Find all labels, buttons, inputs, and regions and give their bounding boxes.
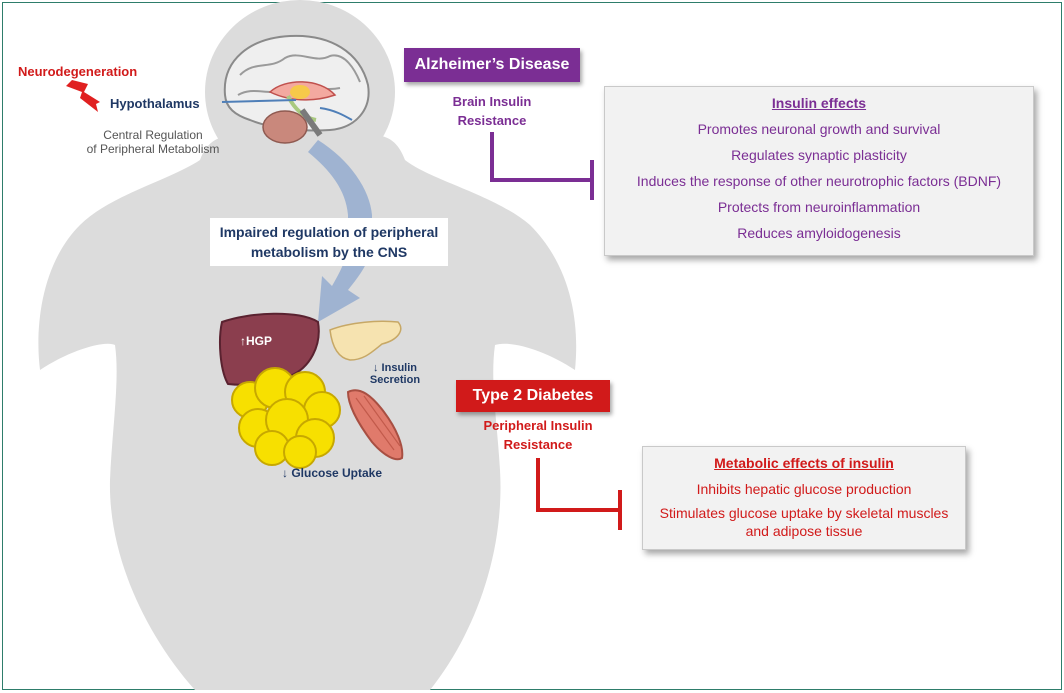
- liver-hgp-label: ↑HGP: [240, 334, 272, 348]
- insulin-effect-item: Protects from neuroinflammation: [605, 199, 1033, 215]
- insulin-secretion-label: ↓ Insulin Secretion: [360, 362, 430, 386]
- impaired-regulation-box: Impaired regulation of peripheral metabo…: [210, 218, 448, 266]
- central-regulation-line2: of Peripheral Metabolism: [78, 142, 228, 156]
- lightning-icon: [66, 80, 100, 112]
- central-regulation-label: Central Regulation of Peripheral Metabol…: [78, 128, 228, 156]
- ad-inhibition-line: [492, 132, 592, 180]
- insulin-secretion-line1: ↓ Insulin: [360, 362, 430, 374]
- metabolic-effects-heading: Metabolic effects of insulin: [643, 455, 965, 471]
- brain-insulin-resistance-label: Brain Insulin Resistance: [440, 92, 544, 130]
- impaired-regulation-line2: metabolism by the CNS: [210, 244, 448, 260]
- alzheimers-disease-label: Alzheimer’s Disease: [404, 48, 580, 82]
- t2d-inhibition-line: [538, 458, 620, 510]
- insulin-effects-panel: Insulin effects Promotes neuronal growth…: [604, 86, 1034, 256]
- brain-insulin-line1: Brain Insulin: [440, 92, 544, 111]
- brain-insulin-line2: Resistance: [440, 111, 544, 130]
- central-regulation-line1: Central Regulation: [78, 128, 228, 142]
- insulin-secretion-line2: Secretion: [360, 374, 430, 386]
- impaired-regulation-line1: Impaired regulation of peripheral: [210, 224, 448, 240]
- metabolic-effect-item: Stimulates glucose uptake by skeletal mu…: [643, 505, 965, 521]
- type2-diabetes-label: Type 2 Diabetes: [456, 380, 610, 412]
- metabolic-effect-item: Inhibits hepatic glucose production: [643, 481, 965, 497]
- insulin-effect-item: Reduces amyloidogenesis: [605, 225, 1033, 241]
- insulin-effect-item: Regulates synaptic plasticity: [605, 147, 1033, 163]
- peripheral-insulin-resistance-label: Peripheral Insulin Resistance: [468, 416, 608, 454]
- metabolic-effect-item: and adipose tissue: [643, 523, 965, 539]
- neurodegeneration-label: Neurodegeneration: [18, 64, 137, 79]
- glucose-uptake-label: ↓ Glucose Uptake: [282, 466, 382, 480]
- peripheral-insulin-line2: Resistance: [468, 435, 608, 454]
- hypothalamus-label: Hypothalamus: [110, 96, 200, 111]
- metabolic-effects-panel: Metabolic effects of insulin Inhibits he…: [642, 446, 966, 550]
- insulin-effect-item: Induces the response of other neurotroph…: [605, 173, 1033, 189]
- insulin-effect-item: Promotes neuronal growth and survival: [605, 121, 1033, 137]
- insulin-effects-heading: Insulin effects: [605, 95, 1033, 111]
- peripheral-insulin-line1: Peripheral Insulin: [468, 416, 608, 435]
